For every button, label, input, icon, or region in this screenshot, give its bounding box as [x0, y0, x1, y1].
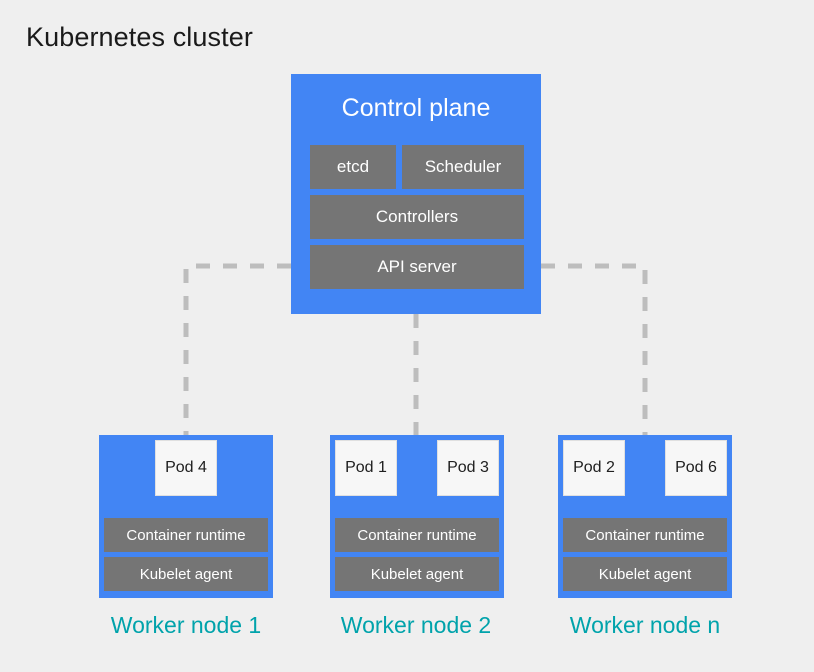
pod-item[interactable]: Pod 3: [437, 440, 499, 496]
worker-node-2-box[interactable]: Pod 1 Pod 3 Container runtime Kubelet ag…: [330, 435, 504, 598]
worker-node-2-components: Container runtime Kubelet agent: [335, 518, 499, 591]
control-plane-title: Control plane: [341, 94, 491, 122]
pod-item[interactable]: Pod 2: [563, 440, 625, 496]
worker-node-n-pods: Pod 2 Pod 6: [563, 440, 727, 496]
pod-item[interactable]: Pod 1: [335, 440, 397, 496]
control-plane-row-3: API server: [310, 245, 524, 289]
component-api-server[interactable]: API server: [310, 245, 524, 289]
kubelet-agent-bar[interactable]: Kubelet agent: [563, 557, 727, 591]
worker-node-n-components: Container runtime Kubelet agent: [563, 518, 727, 591]
container-runtime-bar[interactable]: Container runtime: [104, 518, 268, 552]
worker-node-1-label: Worker node 1: [110, 612, 262, 638]
container-runtime-bar[interactable]: Container runtime: [335, 518, 499, 552]
component-controllers[interactable]: Controllers: [310, 195, 524, 239]
worker-node-2-label: Worker node 2: [340, 612, 492, 638]
worker-node-n-box[interactable]: Pod 2 Pod 6 Container runtime Kubelet ag…: [558, 435, 732, 598]
control-plane-box[interactable]: Control plane etcd Scheduler Controllers…: [291, 74, 541, 314]
page-title: Kubernetes cluster: [26, 22, 253, 52]
component-scheduler[interactable]: Scheduler: [402, 145, 524, 189]
component-etcd[interactable]: etcd: [310, 145, 396, 189]
worker-node-1-box[interactable]: Pod 4 Container runtime Kubelet agent: [99, 435, 273, 598]
control-plane-row-1: etcd Scheduler: [310, 145, 524, 189]
control-plane-row-2: Controllers: [310, 195, 524, 239]
pod-item[interactable]: Pod 4: [155, 440, 217, 496]
kubelet-agent-bar[interactable]: Kubelet agent: [104, 557, 268, 591]
pod-item[interactable]: Pod 6: [665, 440, 727, 496]
connector-api-to-node-1: [183, 263, 291, 435]
worker-node-n-label: Worker node n: [569, 612, 721, 638]
container-runtime-bar[interactable]: Container runtime: [563, 518, 727, 552]
kubelet-agent-bar[interactable]: Kubelet agent: [335, 557, 499, 591]
worker-node-1-pods: Pod 4: [104, 440, 268, 496]
worker-node-2-pods: Pod 1 Pod 3: [335, 440, 499, 496]
worker-node-1-components: Container runtime Kubelet agent: [104, 518, 268, 591]
connector-api-to-node-n: [541, 263, 648, 435]
